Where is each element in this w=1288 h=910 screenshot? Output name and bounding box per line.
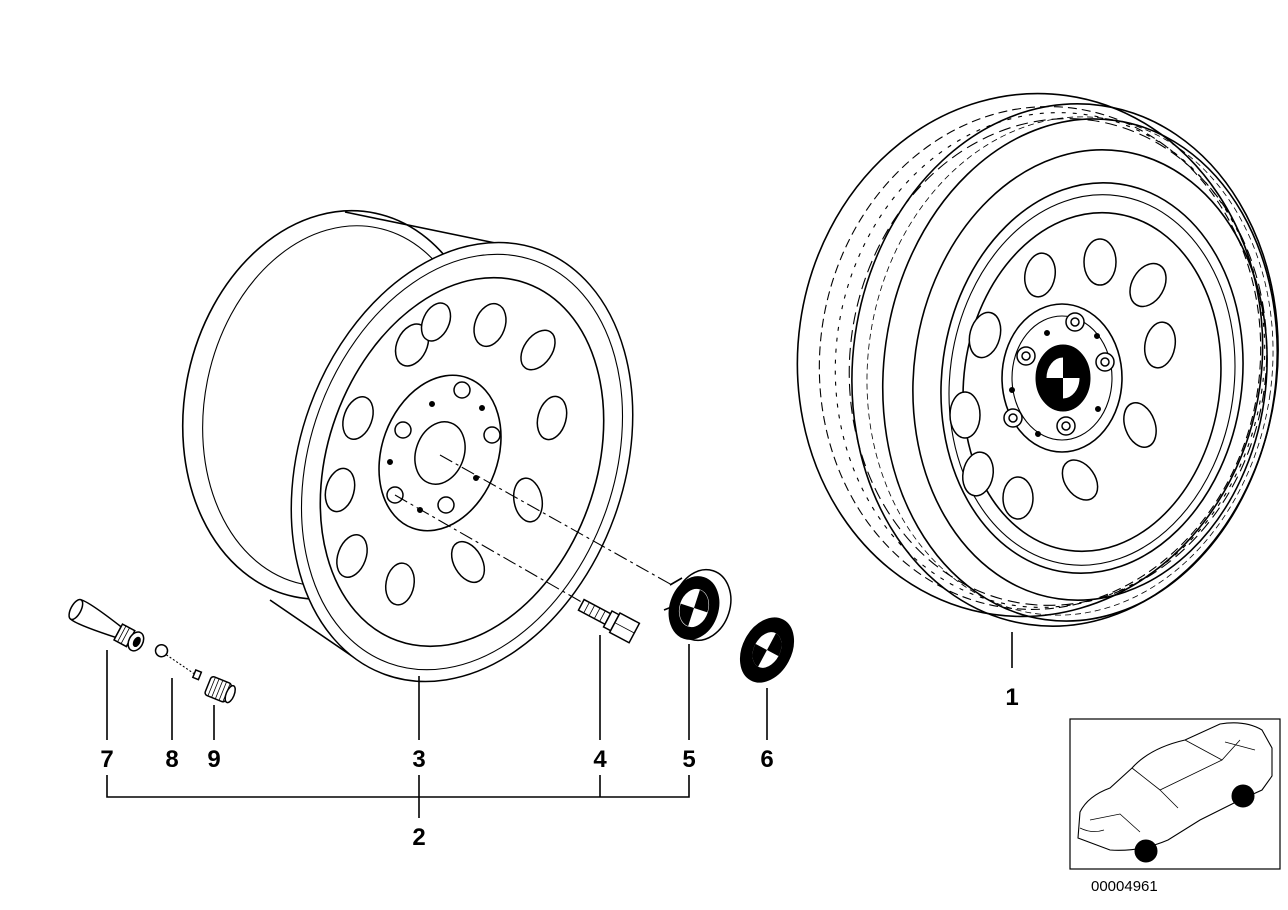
valve-core-icon[interactable]: [151, 643, 205, 681]
leader-lines: [106, 632, 1013, 818]
car-location-thumbnail: [1069, 718, 1281, 870]
steel-rim-icon[interactable]: [148, 182, 692, 730]
callout-2: 2: [412, 824, 425, 851]
callout-3: 3: [412, 746, 425, 773]
valve-cap-icon[interactable]: [204, 676, 237, 705]
emblem-icon[interactable]: [730, 609, 804, 692]
wheel-assembly-icon[interactable]: [764, 63, 1288, 654]
callout-7: 7: [100, 746, 113, 773]
callout-1: 1: [1005, 684, 1018, 711]
hub-cap-icon[interactable]: [661, 562, 739, 648]
doc-number: 00004961: [1091, 878, 1158, 895]
callout-6: 6: [760, 746, 773, 773]
wheel-bolt-icon[interactable]: [576, 595, 641, 644]
valve-stem-icon[interactable]: [66, 597, 147, 655]
callout-5: 5: [682, 746, 695, 773]
callout-8: 8: [165, 746, 178, 773]
callout-9: 9: [207, 746, 220, 773]
callout-4: 4: [593, 746, 607, 773]
